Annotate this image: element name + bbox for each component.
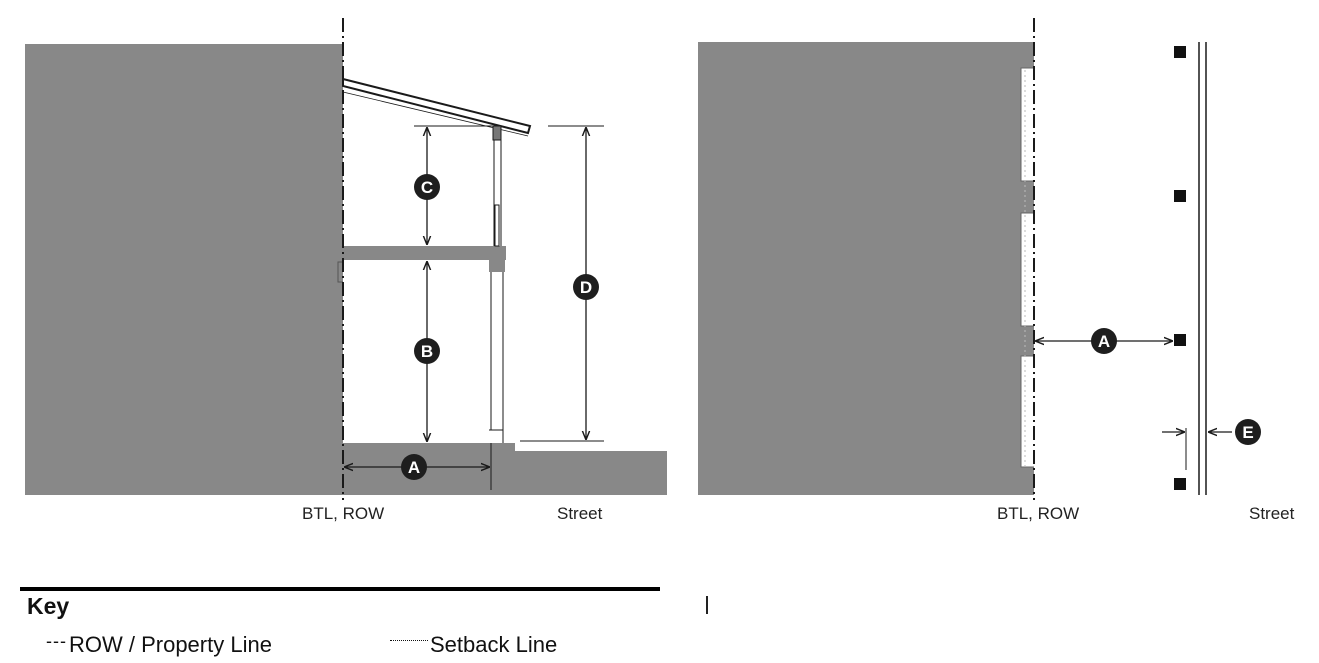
section-building-mass (25, 44, 343, 495)
svg-text:E: E (1242, 423, 1253, 442)
svg-text:C: C (421, 178, 433, 197)
section-canopy (342, 77, 532, 135)
stray-mark (706, 596, 708, 614)
section-railing (494, 204, 500, 247)
badge-a-plan: A (1091, 328, 1117, 354)
plan-post-3 (1174, 334, 1186, 346)
badge-e: E (1235, 419, 1261, 445)
section-street-label: Street (557, 504, 603, 523)
badge-b: B (414, 338, 440, 364)
badge-c: C (414, 174, 440, 200)
key-row-property-line: ---ROW / Property Line (46, 631, 272, 658)
plan-recess-2 (1021, 213, 1034, 326)
section-column-capital (489, 260, 505, 272)
section-building-face-notch (337, 261, 343, 283)
section-balcony-slab (343, 246, 506, 260)
key-setback-line: Setback Line (390, 632, 557, 658)
section-btl-row-label: BTL, ROW (302, 504, 384, 523)
svg-text:B: B (421, 342, 433, 361)
plan-recess-1 (1021, 68, 1034, 181)
badge-a-section: A (401, 454, 427, 480)
plan-recess-edges (1020, 67, 1034, 468)
badge-d: D (573, 274, 599, 300)
svg-text:A: A (408, 458, 420, 477)
plan-post-1 (1174, 46, 1186, 58)
key-setback-label: Setback Line (430, 632, 558, 657)
plan-street-label: Street (1249, 504, 1295, 523)
key-setback-symbol (390, 640, 428, 641)
key-row-label: ROW / Property Line (68, 632, 272, 657)
key-row-symbol: --- (46, 631, 67, 651)
plan-view: A E BTL, ROW Street (698, 18, 1295, 523)
section-ground (343, 443, 667, 495)
plan-post-2 (1174, 190, 1186, 202)
plan-btl-row-label: BTL, ROW (997, 504, 1079, 523)
section-upper-post-cap (492, 125, 502, 141)
plan-recess-3 (1021, 356, 1034, 467)
plan-post-4 (1174, 478, 1186, 490)
svg-text:D: D (580, 278, 592, 297)
svg-text:A: A (1098, 332, 1110, 351)
key-title: Key (27, 593, 70, 619)
frontage-diagram: C B D A BTL, ROW Street (25, 18, 1295, 523)
key-divider (20, 587, 660, 591)
plan-building-mass (698, 42, 1034, 495)
section-view: C B D A BTL, ROW Street (25, 18, 667, 523)
